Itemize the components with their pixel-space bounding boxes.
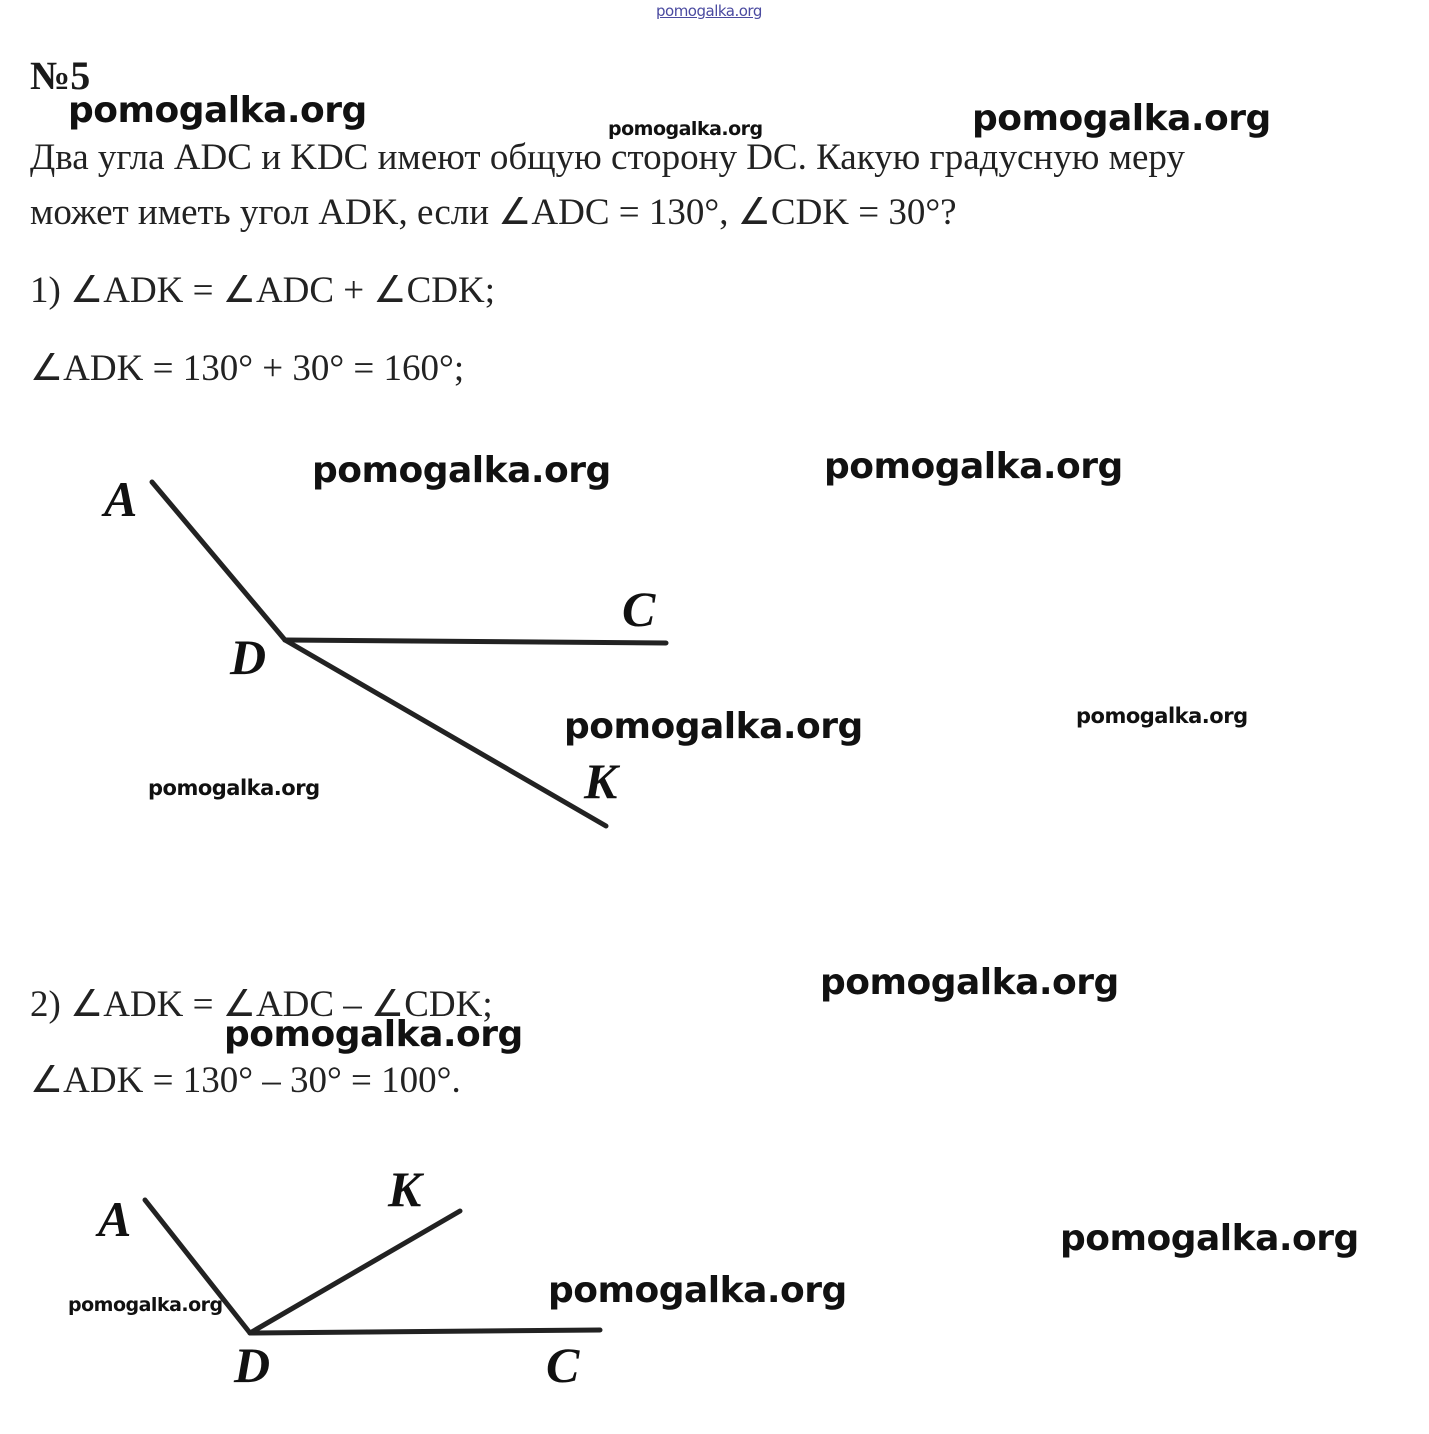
watermark: pomogalka.org — [148, 776, 320, 800]
figure2-diagram: A K D C — [95, 1161, 603, 1393]
figure1-label-c: C — [622, 581, 656, 637]
header-site-link[interactable]: pomogalka.org — [656, 2, 762, 20]
watermark: pomogalka.org — [1076, 704, 1248, 728]
watermark: pomogalka.org — [608, 118, 763, 140]
figure1-label-a: A — [101, 471, 137, 527]
watermark: pomogalka.org — [820, 962, 1119, 1003]
watermark: pomogalka.org — [548, 1270, 847, 1311]
watermark: pomogalka.org — [972, 98, 1271, 139]
figure2-label-c: C — [546, 1337, 580, 1393]
watermark: pomogalka.org — [312, 450, 611, 491]
figure2-ray-da — [142, 1197, 253, 1336]
case1-formula: 1) ∠ADK = ∠ADC + ∠CDK; — [30, 270, 495, 311]
figure2-ray-dk — [247, 1208, 463, 1336]
case2-calculation: ∠ADK = 130° – 30° = 100°. — [30, 1060, 461, 1101]
figure1-ray-dc — [282, 637, 669, 646]
figure2-label-a: A — [95, 1191, 131, 1247]
figure1-label-d: D — [229, 629, 266, 685]
watermark: pomogalka.org — [68, 90, 367, 131]
watermark: pomogalka.org — [564, 706, 863, 747]
problem-number: №5 — [30, 53, 91, 98]
figure1-label-k: K — [583, 753, 621, 809]
problem-text-line-1: Два угла ADC и KDC имеют общую сторону D… — [30, 137, 1185, 178]
problem-text-line-2: может иметь угол ADK, если ∠ADC = 130°, … — [30, 192, 957, 233]
figure2-ray-dc — [247, 1327, 603, 1336]
watermark: pomogalka.org — [224, 1014, 523, 1055]
figure1-ray-da — [149, 479, 288, 643]
watermark: pomogalka.org — [824, 446, 1123, 487]
figure2-label-d: D — [233, 1337, 270, 1393]
watermark: pomogalka.org — [68, 1294, 223, 1316]
watermark: pomogalka.org — [1060, 1218, 1359, 1259]
figure2-label-k: K — [387, 1161, 425, 1217]
figure1-diagram: A C D K — [101, 471, 669, 829]
figure1-ray-dk — [282, 637, 609, 829]
case1-calculation: ∠ADK = 130° + 30° = 160°; — [30, 348, 465, 389]
case2-formula: 2) ∠ADK = ∠ADC – ∠CDK; — [30, 984, 493, 1025]
